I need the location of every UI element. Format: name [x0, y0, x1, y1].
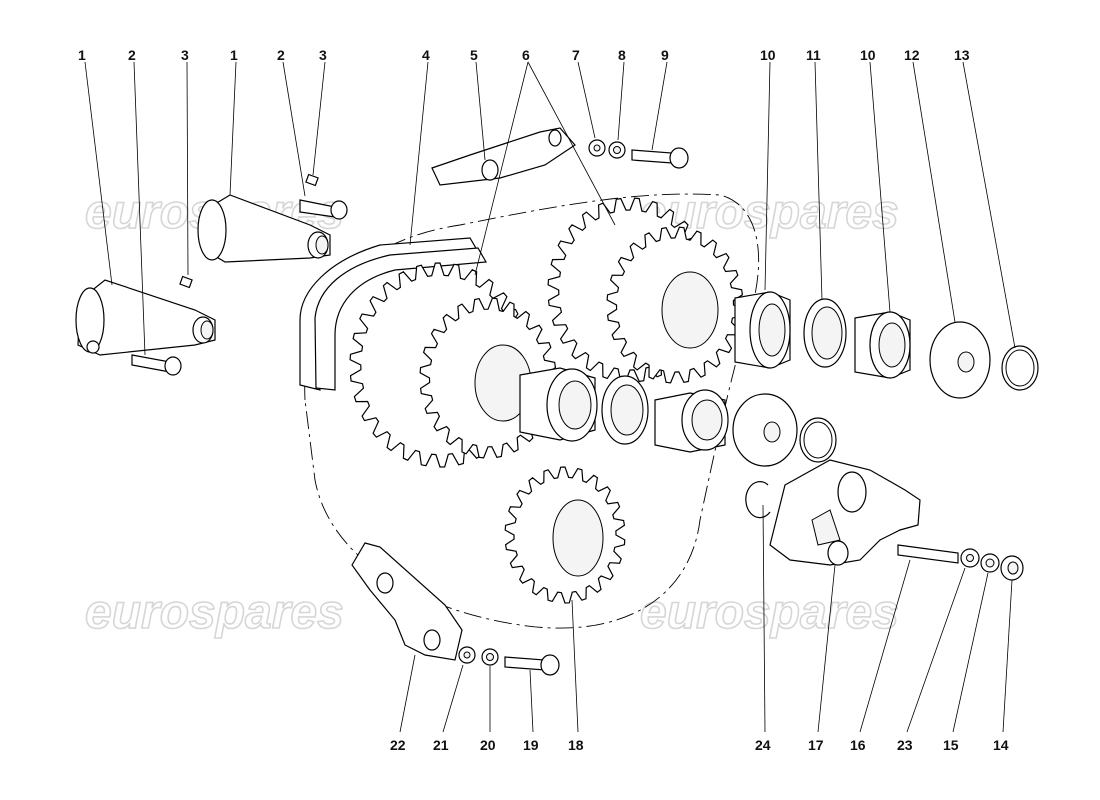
callout-number: 18	[568, 737, 584, 753]
bushing-10b	[854, 311, 911, 379]
nut-14	[1000, 555, 1024, 581]
watermark-group: eurospares eurospares eurospares eurospa…	[84, 185, 899, 640]
sprocket-group	[349, 197, 744, 604]
callout-number: 3	[181, 47, 189, 63]
callout-number: 15	[943, 737, 959, 753]
shaft-lower	[75, 279, 216, 356]
bushing-front-2	[654, 389, 729, 453]
callout-number: 2	[277, 47, 285, 63]
leader-lines	[84, 61, 1016, 733]
callout-number: 16	[850, 737, 866, 753]
sprocket-18-hub	[552, 499, 604, 577]
callout-number: 5	[470, 47, 478, 63]
screw-2-lower	[131, 354, 182, 376]
callout-number: 11	[806, 47, 821, 63]
circlip-front	[799, 417, 837, 463]
shaft-upper	[197, 194, 331, 263]
stud-16	[897, 544, 959, 564]
callout-number: 21	[433, 737, 449, 753]
dowel-3-lower	[179, 275, 193, 289]
callout-number: 2	[128, 47, 136, 63]
callout-number: 6	[522, 47, 530, 63]
washer-20-hole	[486, 653, 494, 661]
snap-ring-24	[745, 481, 771, 519]
sprocket-upper-hub	[661, 271, 719, 349]
ring-11	[803, 298, 847, 368]
watermark-text: eurospares	[640, 586, 899, 639]
callout-number: 22	[390, 737, 406, 753]
callout-number: 12	[904, 47, 920, 63]
callout-number: 14	[993, 737, 1009, 753]
chain-guide-upper	[431, 127, 576, 186]
bushing-10a	[734, 291, 791, 369]
callout-number: 13	[954, 47, 970, 63]
circlip-13	[1001, 345, 1039, 391]
callout-number: 1	[78, 47, 86, 63]
screw-2-upper	[299, 199, 348, 220]
callout-number: 24	[755, 737, 771, 753]
chain-guide-lower	[351, 542, 463, 661]
dowel-3-upper	[305, 173, 319, 187]
callout-number: 7	[572, 47, 580, 63]
bushing-front	[519, 367, 598, 442]
callout-number: 17	[808, 737, 824, 753]
washer-7-hole	[593, 144, 601, 152]
washer-8-hole	[613, 146, 621, 154]
callout-number: 4	[422, 47, 430, 63]
callout-number: 19	[523, 737, 539, 753]
callout-number: 3	[319, 47, 327, 63]
callout-number: 10	[760, 47, 776, 63]
disc-12	[929, 321, 991, 399]
watermark-text: eurospares	[85, 586, 344, 639]
callout-number: 10	[860, 47, 876, 63]
ring-front	[601, 375, 649, 445]
screw-19	[504, 654, 560, 676]
disc-front	[732, 393, 798, 467]
callout-number: 23	[897, 737, 913, 753]
washer-21-hole	[463, 651, 471, 659]
washer-23-hole	[966, 554, 974, 562]
callout-number: 8	[618, 47, 626, 63]
washer-15-hole	[985, 558, 995, 568]
screw-9	[631, 147, 689, 169]
callout-number: 9	[661, 47, 669, 63]
tensioner-17	[769, 459, 921, 566]
timing-chain	[299, 237, 487, 391]
callout-number: 20	[480, 737, 496, 753]
callout-number: 1	[230, 47, 238, 63]
callout-labels: 1 2 3 1 2 3 4 5 6 7 8 9 10 11 10 12 13 2…	[78, 47, 1009, 753]
